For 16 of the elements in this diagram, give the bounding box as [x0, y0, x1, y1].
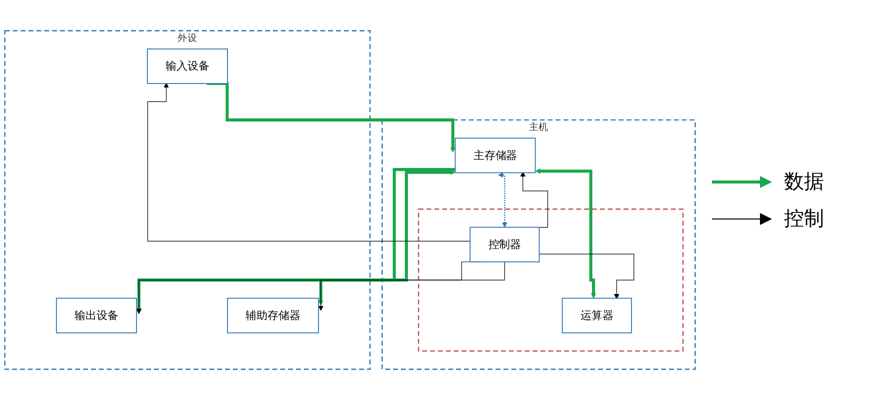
- arrow: [318, 262, 505, 311]
- node-box: 主存储器: [454, 138, 536, 174]
- arrow: [206, 82, 456, 152]
- legend-label: 数据: [784, 168, 824, 195]
- arrow: [538, 254, 634, 300]
- arrow: [147, 82, 470, 242]
- arrow: [318, 170, 456, 306]
- arrow: [498, 172, 508, 228]
- node-box: 输入设备: [146, 48, 228, 84]
- arrow: [535, 168, 596, 299]
- node-box: 辅助存储器: [227, 298, 319, 334]
- node-box: 运算器: [562, 298, 632, 334]
- legend-label: 控制: [784, 205, 824, 232]
- cluster: [418, 208, 684, 352]
- node-box: 输出设备: [56, 298, 137, 334]
- node-box: 控制器: [470, 226, 540, 262]
